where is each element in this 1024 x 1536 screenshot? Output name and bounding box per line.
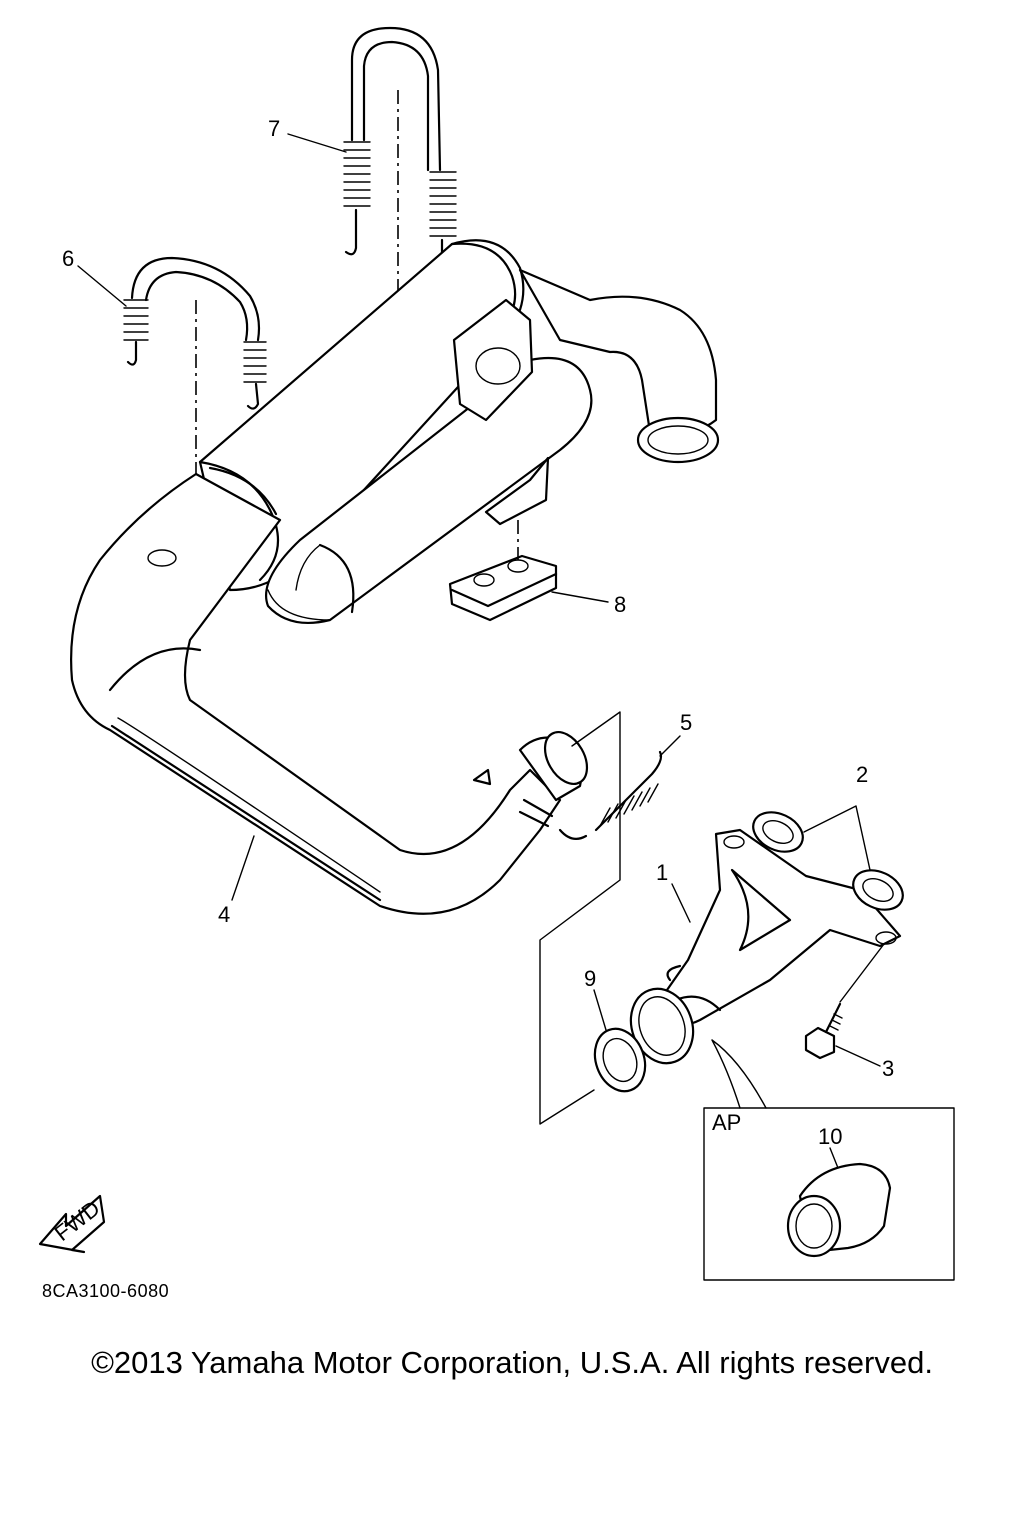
copyright-notice: ©2013 Yamaha Motor Corporation, U.S.A. A… (91, 1345, 933, 1380)
muffler-assembly-4 (70, 239, 720, 915)
damper-8 (448, 554, 558, 622)
spring-5 (558, 750, 663, 841)
fwd-arrow-icon: FWD (38, 1194, 106, 1254)
part-label-3: 3 (882, 1056, 894, 1081)
joint-9 (593, 987, 695, 1093)
leader-5 (659, 735, 681, 757)
part-label-2: 2 (856, 762, 868, 787)
part-label-5: 5 (680, 710, 692, 735)
part-label-9: 9 (584, 966, 596, 991)
spring-7 (343, 26, 457, 290)
leader-6 (77, 265, 127, 307)
leader-4 (231, 835, 255, 901)
inset-leader (711, 1039, 767, 1109)
part-label-10: 10 (818, 1124, 842, 1149)
leader-8 (551, 591, 609, 603)
leader-7 (287, 133, 347, 153)
exhaust-parts-diagram: FWD 7 6 8 5 2 1 4 9 3 AP 10 8CA3100-6080 (38, 26, 955, 1301)
leader-10 (829, 1147, 839, 1169)
drawing-code: 8CA3100-6080 (42, 1281, 169, 1301)
leader-3 (835, 1045, 881, 1067)
part-label-1: 1 (656, 860, 668, 885)
spring-6 (123, 256, 267, 410)
leader-1 (671, 883, 691, 923)
gaskets-2 (752, 811, 904, 911)
inset-box-ap (703, 1107, 955, 1281)
bolt-3 (804, 1002, 843, 1060)
leader-9 (593, 989, 607, 1031)
exhaust-manifold-1 (658, 828, 902, 1026)
part-10-collar (786, 1162, 892, 1258)
part-label-7: 7 (268, 116, 280, 141)
bracket-lines-5 (539, 711, 621, 1125)
part-label-6: 6 (62, 246, 74, 271)
inset-label-ap: AP (712, 1110, 741, 1135)
leader-2 (803, 805, 871, 871)
guide-line-3 (839, 943, 885, 1003)
part-label-4: 4 (218, 902, 230, 927)
part-label-8: 8 (614, 592, 626, 617)
